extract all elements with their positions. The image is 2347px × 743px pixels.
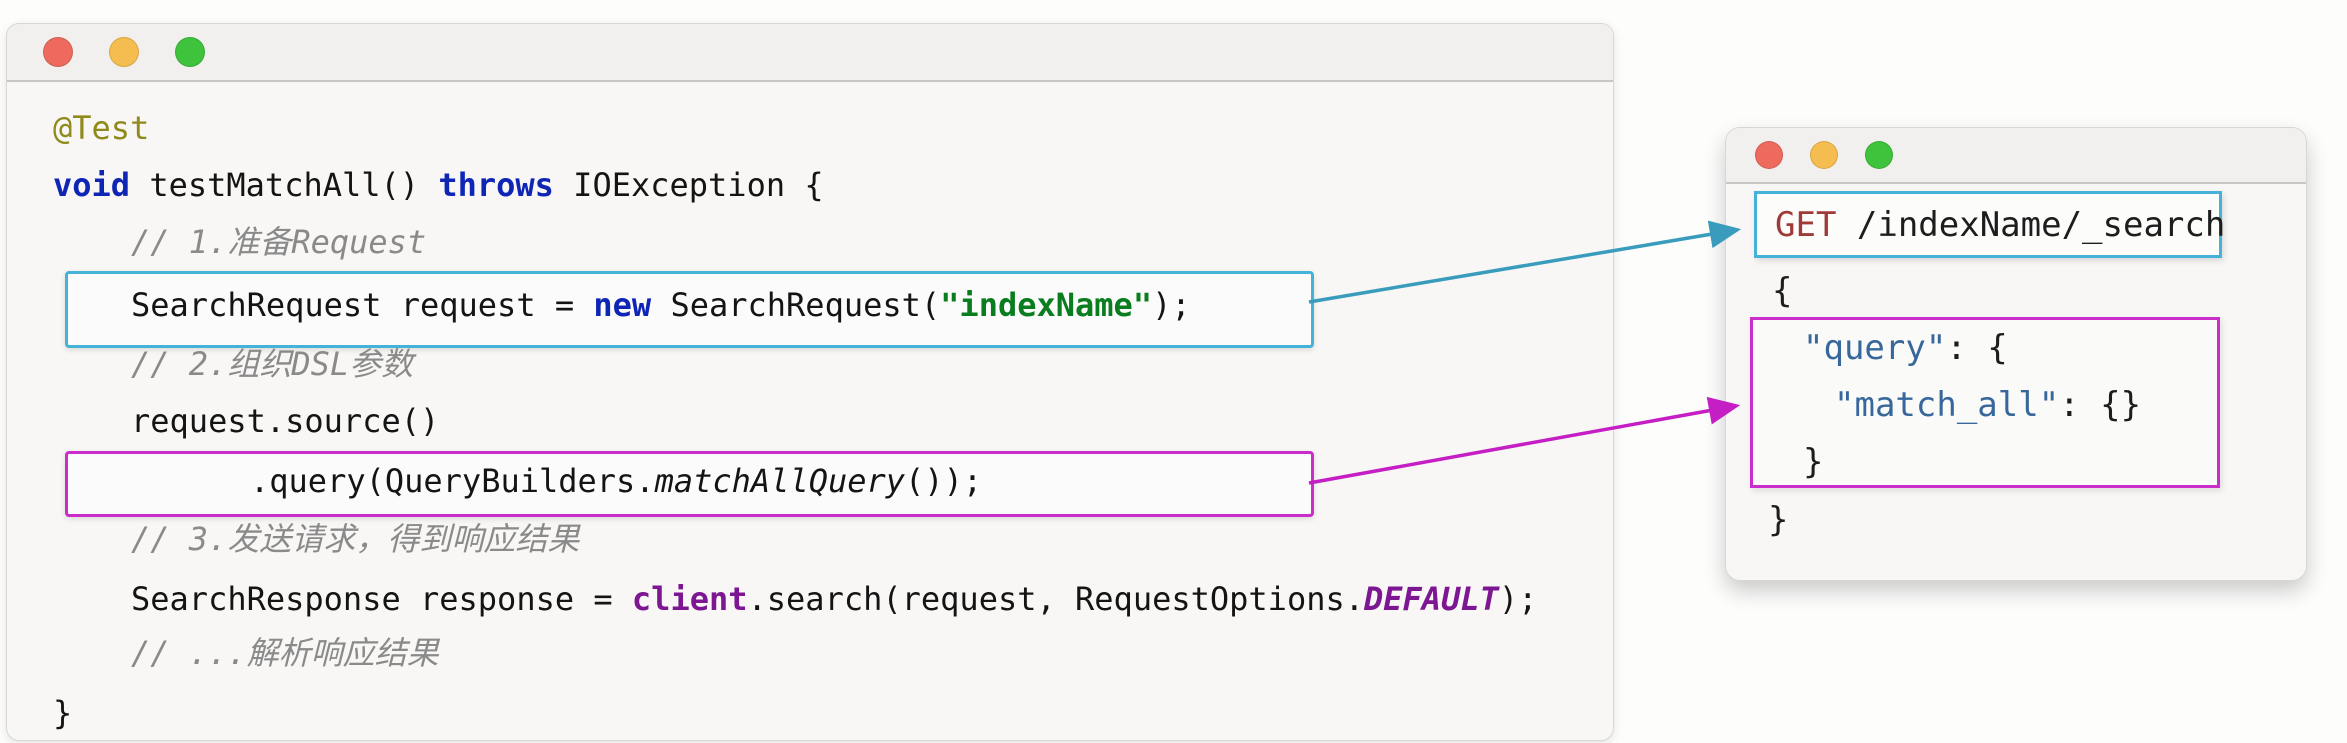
maximize-button[interactable]	[175, 37, 205, 67]
window-titlebar	[1726, 128, 2306, 184]
maximize-button[interactable]	[1865, 141, 1893, 169]
window-titlebar	[7, 24, 1613, 82]
dsl-query-line: "query": {	[1803, 328, 2008, 368]
code-line: // 3.发送请求，得到响应结果	[131, 520, 580, 558]
dsl-match-all-line: "match_all": {}	[1834, 385, 2142, 425]
code-line: // 2.组织DSL参数	[131, 345, 414, 383]
code-line: SearchRequest request = new SearchReques…	[131, 286, 1191, 324]
code-line: SearchResponse response = client.search(…	[131, 580, 1538, 618]
java-code-window: @Test void testMatchAll() throws IOExcept…	[6, 23, 1614, 741]
code-line: request.source()	[131, 402, 440, 440]
dsl-query-close-line: }	[1803, 442, 1824, 482]
close-button[interactable]	[1755, 141, 1783, 169]
dsl-request-window: GET /indexName/_search { "query": { "mat…	[1725, 127, 2307, 581]
search-request-highlight-box	[65, 271, 1314, 348]
query-builder-highlight-box	[65, 451, 1314, 517]
dsl-open-brace: {	[1772, 271, 1793, 311]
code-line: .query(QueryBuilders.matchAllQuery());	[250, 462, 983, 500]
dsl-close-brace: }	[1768, 500, 1789, 540]
minimize-button[interactable]	[1810, 141, 1838, 169]
code-line: }	[53, 694, 73, 732]
request-path: /indexName/_search	[1856, 204, 2226, 245]
code-line: void testMatchAll() throws IOException {	[53, 166, 824, 204]
match-all-highlight-box: "query": { "match_all": {} }	[1750, 317, 2220, 488]
close-button[interactable]	[43, 37, 73, 67]
http-method: GET	[1775, 204, 1857, 245]
code-line: // ...解析响应结果	[131, 634, 439, 672]
minimize-button[interactable]	[109, 37, 139, 67]
code-line: // 1.准备Request	[131, 223, 427, 261]
code-line: @Test	[53, 109, 150, 147]
request-line-highlight-box: GET /indexName/_search	[1754, 191, 2226, 258]
